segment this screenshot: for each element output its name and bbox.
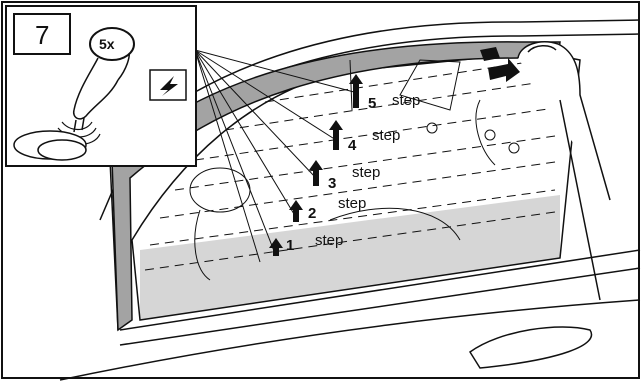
interior-sketch (189, 59, 520, 281)
step-5-word: step (392, 92, 420, 109)
instruction-panel: 7 5x (5, 5, 197, 167)
step-3-number: 3 (328, 175, 336, 192)
step-2-arrow (289, 200, 303, 222)
lightning-bolt-icon (160, 76, 178, 96)
step-labels: 1 step 2 step 3 step 4 step 5 step (286, 92, 420, 254)
step-5-arrow (349, 74, 363, 108)
hand (517, 41, 611, 301)
step-1-arrow (269, 238, 283, 256)
step-3-arrow (309, 160, 323, 186)
tap-count: 5x (99, 36, 115, 52)
tap-count-circle (89, 27, 135, 61)
step-arrows (269, 74, 363, 256)
step-2-number: 2 (308, 205, 316, 222)
step-3-word: step (352, 164, 380, 181)
slide-arrows (480, 47, 520, 82)
step-4-word: step (372, 127, 400, 144)
window-glass-tint (140, 195, 560, 320)
step-number: 7 (35, 20, 49, 50)
sponge-pad-icon (13, 130, 87, 161)
pointer-lines (194, 49, 355, 263)
step-4-number: 4 (348, 137, 357, 154)
step-1-word: step (315, 232, 343, 249)
step-1-number: 1 (286, 237, 294, 254)
step-4-arrow (329, 120, 343, 150)
step-2-word: step (338, 195, 366, 212)
step-number-box (13, 13, 71, 55)
step-5-number: 5 (368, 95, 376, 112)
